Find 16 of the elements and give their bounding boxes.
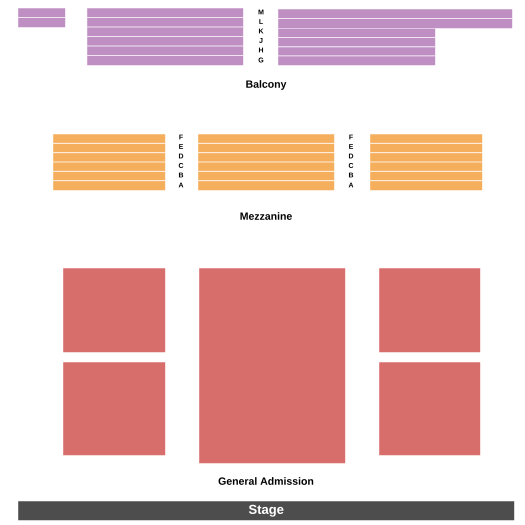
seating-section	[63, 268, 166, 352]
seating-section	[370, 134, 482, 190]
stage-bar: Stage	[18, 501, 514, 520]
seating-section	[198, 134, 334, 190]
seating-section	[278, 28, 436, 66]
seating-section	[199, 268, 346, 464]
seating-section	[379, 268, 480, 352]
section-name: Balcony	[246, 80, 286, 90]
section-name: Mezzanine	[240, 212, 292, 220]
seating-section	[278, 9, 512, 28]
section-name: General Admission	[218, 477, 314, 485]
seating-section	[18, 8, 66, 28]
seating-section	[86, 8, 244, 66]
seating-section	[379, 362, 480, 456]
seating-section	[52, 134, 166, 190]
seating-section	[63, 362, 166, 456]
